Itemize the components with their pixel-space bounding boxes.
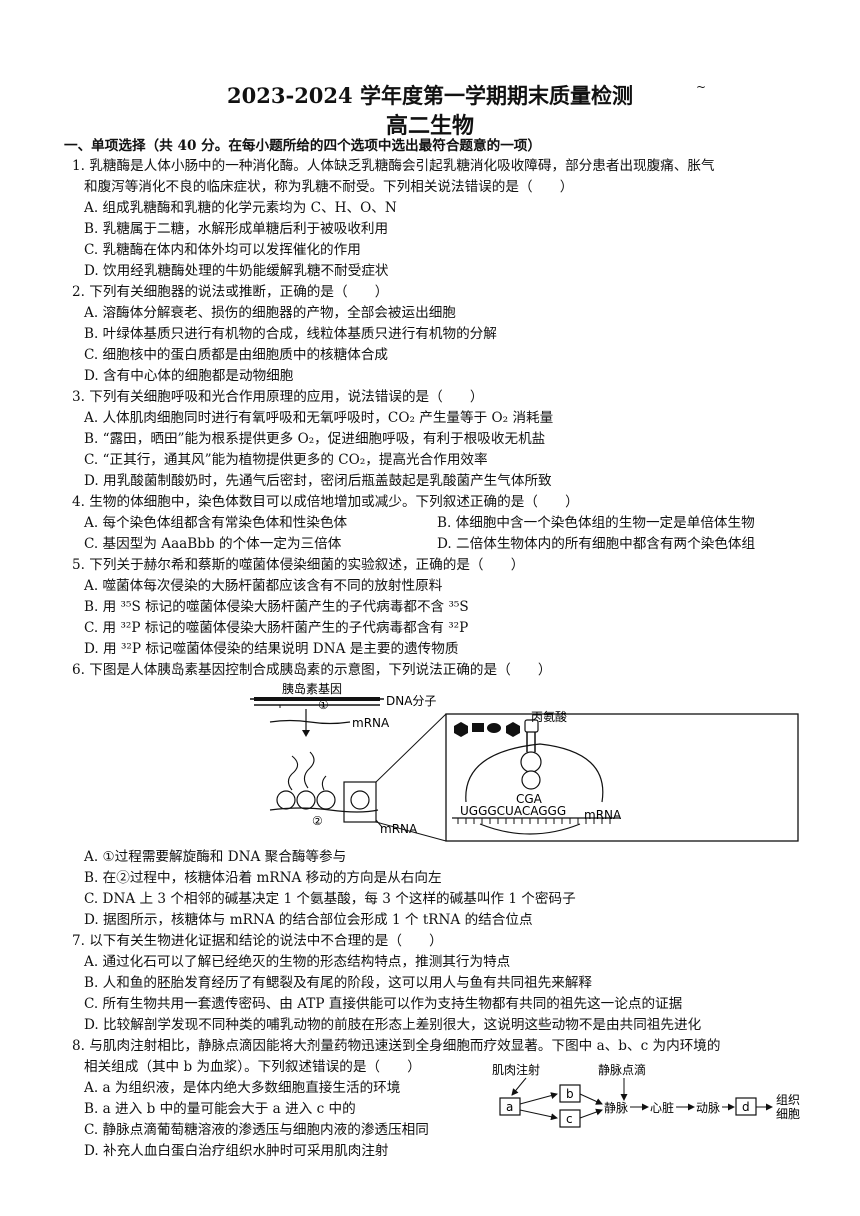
q7-option-d: D. 比较解剖学发现不同种类的哺乳动物的前肢在形态上差别很大，这说明这些动物不是… <box>84 1017 702 1033</box>
q8-stem-line2: 相关组成（其中 b 为血浆）。下列叙述错误的是（ ） <box>84 1059 421 1075</box>
vein-label: 静脉 <box>604 1100 628 1115</box>
q2-option-a: A. 溶酶体分解衰老、损伤的细胞器的产物，全部会被运出细胞 <box>84 305 456 321</box>
q7-option-b: B. 人和鱼的胚胎发育经历了有鳃裂及有尾的阶段，这可以用人与鱼有共同祖先来解释 <box>84 975 593 991</box>
heart-label: 心脏 <box>650 1100 674 1115</box>
q5-option-a: A. 噬菌体每次侵染的大肠杆菌都应该含有不同的放射性原料 <box>84 578 443 594</box>
q7-option-a: A. 通过化石可以了解已经绝灭的生物的形态结构特点，推测其行为特点 <box>84 954 511 970</box>
exam-title: 2023-2024 学年度第一学期期末质量检测 <box>227 83 633 108</box>
q2-option-b: B. 叶绿体基质只进行有机物的合成，线粒体基质只进行有机物的分解 <box>84 326 497 342</box>
q5-option-b: B. 用 ³⁵S 标记的噬菌体侵染大肠杆菌产生的子代病毒都不含 ³⁵S <box>84 599 469 615</box>
q7-option-c: C. 所有生物共用一套遗传密码、由 ATP 直接供能可以作为支持生物都有共同的祖… <box>84 996 683 1012</box>
q3-option-d: D. 用乳酸菌制酸奶时，先通气后密封，密闭后瓶盖鼓起是乳酸菌产生气体所致 <box>84 473 552 489</box>
im-injection-label: 肌肉注射 <box>492 1062 540 1077</box>
mrna-bottom-label: mRNA <box>380 822 418 836</box>
tissue-label-2: 细胞 <box>776 1107 800 1121</box>
q3-option-c: C. “正其行，通其风”能为植物提供更多的 CO₂，提高光合作用效率 <box>84 452 488 468</box>
q1-option-b: B. 乳糖属于二糖，水解形成单糖后利于被吸收利用 <box>84 221 389 237</box>
exam-subject: 高二生物 <box>385 113 474 139</box>
q2-stem: 2. 下列有关细胞器的说法或推断，正确的是（ ） <box>72 284 389 300</box>
q1-stem-line1: 1. 乳糖酶是人体小肠中的一种消化酶。人体缺乏乳糖酶会引起乳糖消化吸收障碍，部分… <box>72 158 715 174</box>
q4-option-a: A. 每个染色体组都含有常染色体和性染色体 <box>84 515 348 531</box>
q8-option-b: B. a 进入 b 中的量可能会大于 a 进入 c 中的 <box>84 1101 356 1117</box>
box-b: b <box>566 1087 574 1101</box>
q6-option-b: B. 在②过程中，核糖体沿着 mRNA 移动的方向是从右向左 <box>84 870 442 886</box>
tissue-label-1: 组织 <box>776 1093 800 1107</box>
section-heading: 一、单项选择（共 40 分。在每小题所给的四个选项中选出最符合题意的一项） <box>64 138 541 154</box>
q4-option-b: B. 体细胞中含一个染色体组的生物一定是单倍体生物 <box>437 515 755 531</box>
step1-label: ① <box>318 698 329 712</box>
box-d: d <box>742 1100 750 1114</box>
q8-option-c: C. 静脉点滴葡萄糖溶液的渗透压与细胞内液的渗透压相同 <box>84 1122 429 1138</box>
q3-option-b: B. “露田，晒田”能为根系提供更多 O₂，促进细胞呼吸，有利于根吸收无机盐 <box>84 431 546 447</box>
dna-label: DNA分子 <box>386 694 436 708</box>
q1-stem-line2: 和腹泻等消化不良的临床症状，称为乳糖不耐受。下列相关说法错误的是（ ） <box>84 179 574 195</box>
q6-stem: 6. 下图是人体胰岛素基因控制合成胰岛素的示意图，下列说法正确的是（ ） <box>72 662 552 678</box>
q7-stem: 7. 以下有关生物进化证据和结论的说法中不合理的是（ ） <box>72 933 443 949</box>
gene-label: 胰岛素基因 <box>282 682 342 696</box>
q6-option-a: A. ①过程需要解旋酶和 DNA 聚合酶等参与 <box>84 849 347 865</box>
step2-label: ② <box>312 814 323 828</box>
artery-label: 动脉 <box>696 1100 720 1115</box>
q4-option-c: C. 基因型为 AaaBbb 的个体一定为三倍体 <box>84 536 342 552</box>
q1-option-c: C. 乳糖酶在体内和体外均可以发挥催化的作用 <box>84 242 361 258</box>
mrna-right-label: mRNA <box>584 808 622 822</box>
q2-option-c: C. 细胞核中的蛋白质都是由细胞质中的核糖体合成 <box>84 347 389 363</box>
q5-option-c: C. 用 ³²P 标记的噬菌体侵染大肠杆菌产生的子代病毒都含有 ³²P <box>84 620 469 636</box>
q4-option-d: D. 二倍体生物体内的所有细胞中都含有两个染色体组 <box>437 536 756 552</box>
anticodon-label: CGA <box>516 792 543 806</box>
insulin-gene-figure: 胰岛素基因 DNA分子 ① mRNA ② mRNA <box>250 682 799 842</box>
q5-stem: 5. 下列关于赫尔希和蔡斯的噬菌体侵染细菌的实验叙述，正确的是（ ） <box>72 557 525 573</box>
q8-option-d: D. 补充人血白蛋白治疗组织水肿时可采用肌肉注射 <box>84 1143 389 1159</box>
box-a: a <box>506 1100 513 1114</box>
q3-option-a: A. 人体肌肉细胞同时进行有氧呼吸和无氧呼吸时，CO₂ 产生量等于 O₂ 消耗量 <box>84 410 554 426</box>
q1-option-a: A. 组成乳糖酶和乳糖的化学元素均为 C、H、O、N <box>84 200 397 216</box>
q1-option-d: D. 饮用经乳糖酶处理的牛奶能缓解乳糖不耐受症状 <box>84 263 389 279</box>
mrna-left-label: mRNA <box>352 716 390 730</box>
mrna-sequence: UGGGCUACAGGG <box>460 804 566 818</box>
q5-option-d: D. 用 ³²P 标记噬菌体侵染的结果说明 DNA 是主要的遗传物质 <box>84 641 459 657</box>
q8-stem-line1: 8. 与肌肉注射相比，静脉点滴因能将大剂量药物迅速送到全身细胞而疗效显著。下图中… <box>72 1038 721 1054</box>
box-c: c <box>566 1112 573 1126</box>
injection-flow-diagram: 肌肉注射 静脉点滴 a b c d 静脉 心脏 动脉 组织 细胞 <box>492 1062 800 1128</box>
q6-option-d: D. 据图所示，核糖体与 mRNA 的结合部位会形成 1 个 tRNA 的结合位… <box>84 912 533 928</box>
q6-option-c: C. DNA 上 3 个相邻的碱基决定 1 个氨基酸，每 3 个这样的碱基叫作 … <box>84 891 576 907</box>
amino-acid-label: 丙氨酸 <box>531 709 567 724</box>
corner-mark: ~ <box>696 80 707 94</box>
q8-option-a: A. a 为组织液，是体内绝大多数细胞直接生活的环境 <box>84 1080 401 1096</box>
q4-stem: 4. 生物的体细胞中，染色体数目可以成倍地增加或减少。下列叙述正确的是（ ） <box>72 494 579 510</box>
q2-option-d: D. 含有中心体的细胞都是动物细胞 <box>84 368 294 384</box>
iv-drip-label: 静脉点滴 <box>598 1062 646 1077</box>
q3-stem: 3. 下列有关细胞呼吸和光合作用原理的应用，说法错误的是（ ） <box>72 389 484 405</box>
